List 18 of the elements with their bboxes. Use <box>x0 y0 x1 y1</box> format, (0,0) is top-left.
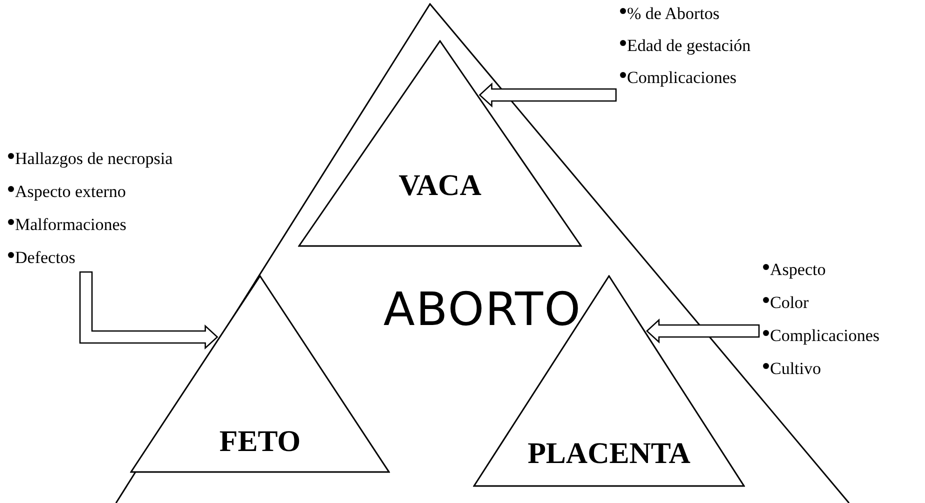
list-item: Aspecto <box>770 259 826 280</box>
list-item: Cultivo <box>770 358 822 379</box>
hollow-arrow <box>79 271 218 350</box>
list-item: Hallazgos de necropsia <box>15 148 173 169</box>
hollow-arrow <box>646 318 760 344</box>
triangle-label: ABORTO <box>383 286 582 332</box>
list-item: Color <box>770 292 809 313</box>
triangle-label: PLACENTA <box>528 439 690 469</box>
list-item: Complicaciones <box>770 325 880 346</box>
list-item: Malformaciones <box>15 214 126 235</box>
triangle-label: FETO <box>219 427 301 457</box>
hollow-arrow <box>478 82 617 108</box>
list-item: Edad de gestación <box>627 35 751 56</box>
list-item: Complicaciones <box>627 67 737 88</box>
list-item: % de Abortos <box>627 3 720 24</box>
triangle-label: VACA <box>398 171 482 201</box>
list-item: Aspecto externo <box>15 181 126 202</box>
list-item: Defectos <box>15 247 76 268</box>
